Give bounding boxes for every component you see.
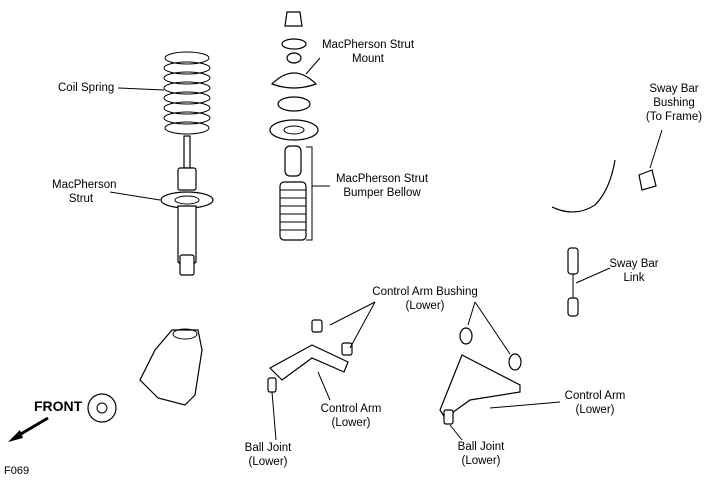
coil-spring-drawing — [163, 51, 211, 135]
strut-mount-drawing — [269, 11, 319, 141]
figure-code: F069 — [4, 465, 30, 477]
label-front: FRONT — [34, 398, 83, 414]
label-control-arm-left: Control Arm(Lower) — [320, 403, 382, 429]
label-coil-spring: Coil Spring — [58, 82, 115, 94]
right-control-arm-drawing — [439, 327, 522, 425]
macpherson-strut-drawing — [160, 135, 214, 276]
label-control-arm-right: Control Arm(Lower) — [564, 390, 626, 416]
leader-lines — [109, 57, 663, 441]
bumper-bellow-drawing — [279, 145, 313, 241]
sway-bar-drawing — [551, 159, 657, 213]
left-control-arm-drawing — [267, 319, 353, 393]
label-control-arm-bushing: Control Arm Bushing(Lower) — [372, 286, 478, 312]
label-ball-joint-left: Ball Joint(Lower) — [244, 442, 292, 468]
label-ball-joint-right: Ball Joint(Lower) — [457, 441, 505, 467]
sway-bar-link-drawing — [567, 247, 579, 317]
knuckle-hub-drawing — [87, 328, 203, 423]
front-arrow — [8, 416, 49, 442]
